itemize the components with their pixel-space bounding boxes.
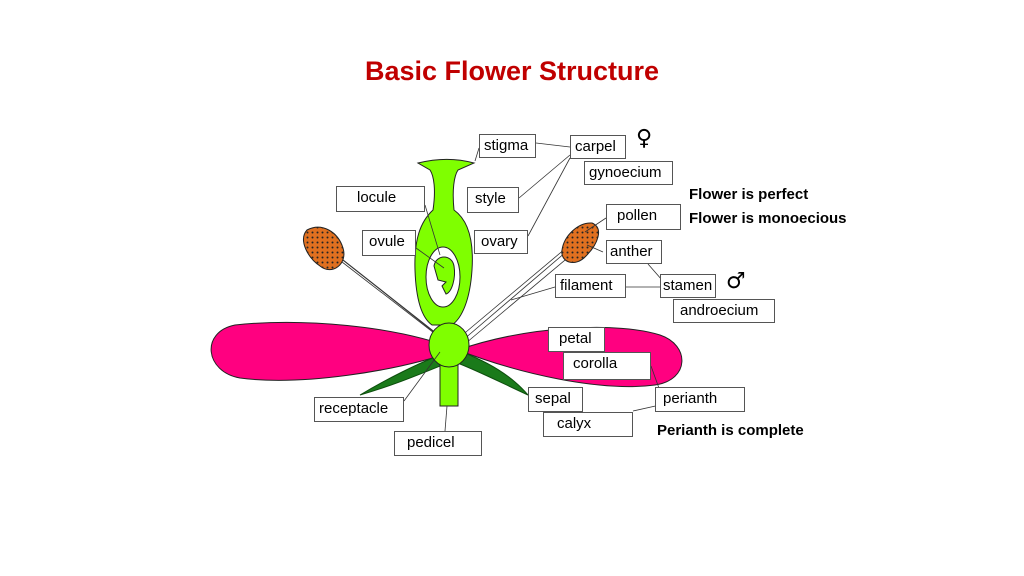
- anther-right: [561, 222, 600, 264]
- stamen-label: stamen: [660, 274, 716, 298]
- female-symbol: ♀: [636, 126, 653, 151]
- stigma-label: stigma: [479, 134, 536, 158]
- ovule: [433, 256, 455, 295]
- anther-label: anther: [606, 240, 662, 264]
- corolla-label: corolla: [563, 352, 651, 380]
- androecium-label: androecium: [673, 299, 775, 323]
- pedicel-label: pedicel: [394, 431, 482, 456]
- style-label: style: [467, 187, 519, 213]
- note-complete: Perianth is complete: [657, 422, 804, 439]
- sepal-left: [359, 351, 451, 396]
- pedicel-stem: [439, 361, 459, 407]
- pollen-label: pollen: [606, 204, 681, 230]
- male-symbol: ♂: [726, 269, 746, 294]
- filament-label: filament: [555, 274, 626, 298]
- calyx-label: calyx: [543, 412, 633, 437]
- note-monoecious: Flower is monoecious: [689, 210, 847, 227]
- petal-label: petal: [548, 327, 605, 352]
- petal-left: [210, 321, 460, 381]
- perianth-label: perianth: [655, 387, 745, 412]
- page-title: Basic Flower Structure: [364, 56, 660, 86]
- carpel-label: carpel: [570, 135, 626, 159]
- receptacle-label: receptacle: [314, 397, 404, 422]
- anther-left: [303, 226, 345, 271]
- leader-lines: [403, 142, 663, 432]
- sepal-label: sepal: [528, 387, 583, 412]
- filaments: [327, 237, 584, 344]
- note-perfect: Flower is perfect: [689, 186, 809, 203]
- ovary-label: ovary: [474, 230, 528, 254]
- receptacle: [428, 322, 470, 368]
- gynoecium-label: gynoecium: [584, 161, 673, 185]
- ovule-label: ovule: [362, 230, 416, 256]
- sepal-right: [459, 351, 529, 396]
- locule-label: locule: [336, 186, 425, 212]
